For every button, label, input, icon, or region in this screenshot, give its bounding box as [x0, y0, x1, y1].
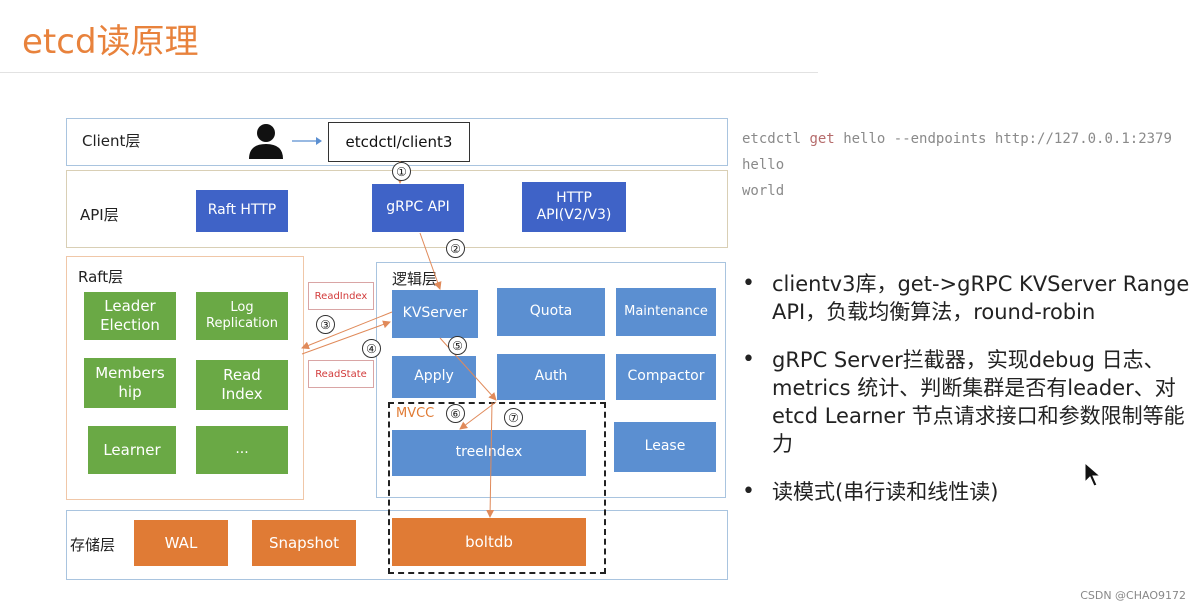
grpc-api-box: gRPC API — [372, 184, 464, 232]
wal-box: WAL — [134, 520, 228, 566]
auth-box: Auth — [497, 354, 605, 400]
logic-layer-label: 逻辑层 — [392, 270, 438, 288]
mouse-cursor-icon — [1084, 462, 1102, 487]
code-command: etcdctl — [742, 131, 802, 147]
code-line-2: hello — [742, 157, 785, 173]
notes-list: clientv3库，get->gRPC KVServer Range API，负… — [742, 270, 1192, 526]
arrow-readindex-to-kvserver — [301, 320, 391, 355]
arrow-right-icon — [292, 137, 322, 145]
arrow-mvcc-to-boltdb — [486, 401, 495, 518]
more-box: ... — [196, 426, 288, 474]
boltdb-box: boltdb — [392, 518, 586, 566]
arrow-grpc-to-kvserver — [419, 232, 442, 290]
code-args: hello --endpoints http://127.0.0.1:2379 — [843, 131, 1172, 147]
step-6: ⑥ — [446, 404, 465, 423]
code-verb: get — [809, 131, 835, 147]
membership-box: Members hip — [84, 358, 176, 408]
note-item: 读模式(串行读和线性读) — [742, 478, 1192, 506]
storage-layer-label: 存储层 — [70, 536, 116, 554]
quota-box: Quota — [497, 288, 605, 336]
leader-election-box: Leader Election — [84, 292, 176, 340]
maintenance-box: Maintenance — [616, 288, 716, 336]
compactor-box: Compactor — [616, 354, 716, 400]
code-line-1: etcdctl get hello --endpoints http://127… — [742, 131, 1172, 147]
watermark: CSDN @CHAO9172 — [1080, 589, 1186, 602]
step-1: ① — [392, 162, 411, 181]
arrow-kvserver-to-readindex — [301, 311, 393, 350]
lease-box: Lease — [614, 422, 716, 472]
http-api-box: HTTP API(V2/V3) — [522, 182, 626, 232]
client-box: etcdctl/client3 — [328, 122, 470, 162]
logic-layer — [376, 262, 726, 498]
step-4: ④ — [362, 339, 381, 358]
title-divider — [0, 72, 818, 73]
step-3: ③ — [316, 315, 335, 334]
code-line-3: world — [742, 183, 785, 199]
arrow-mvcc-to-treeindex — [459, 401, 497, 430]
user-icon — [249, 124, 283, 159]
api-layer-label: API层 — [80, 206, 119, 224]
raft-http-box: Raft HTTP — [196, 190, 288, 232]
step-5: ⑤ — [448, 336, 467, 355]
raft-layer-label: Raft层 — [78, 268, 124, 286]
mvcc-label: MVCC — [396, 406, 435, 421]
log-replication-box: Log Replication — [196, 292, 288, 340]
readstate-tag: ReadState — [308, 360, 374, 388]
readindex-tag: ReadIndex — [308, 282, 374, 310]
read-index-box: Read Index — [196, 360, 288, 410]
note-item: clientv3库，get->gRPC KVServer Range API，负… — [742, 270, 1192, 326]
mvcc-frame — [388, 402, 606, 574]
step-2: ② — [446, 239, 465, 258]
kvserver-box: KVServer — [392, 290, 478, 338]
treeindex-box: treeIndex — [392, 430, 586, 476]
client-layer-label: Client层 — [82, 132, 141, 150]
storage-layer — [66, 510, 728, 580]
note-item: gRPC Server拦截器，实现debug 日志、metrics 统计、判断集… — [742, 346, 1192, 458]
step-7: ⑦ — [504, 408, 523, 427]
page-title: etcd读原理 — [22, 22, 199, 62]
snapshot-box: Snapshot — [252, 520, 356, 566]
learner-box: Learner — [88, 426, 176, 474]
raft-layer — [66, 256, 304, 500]
